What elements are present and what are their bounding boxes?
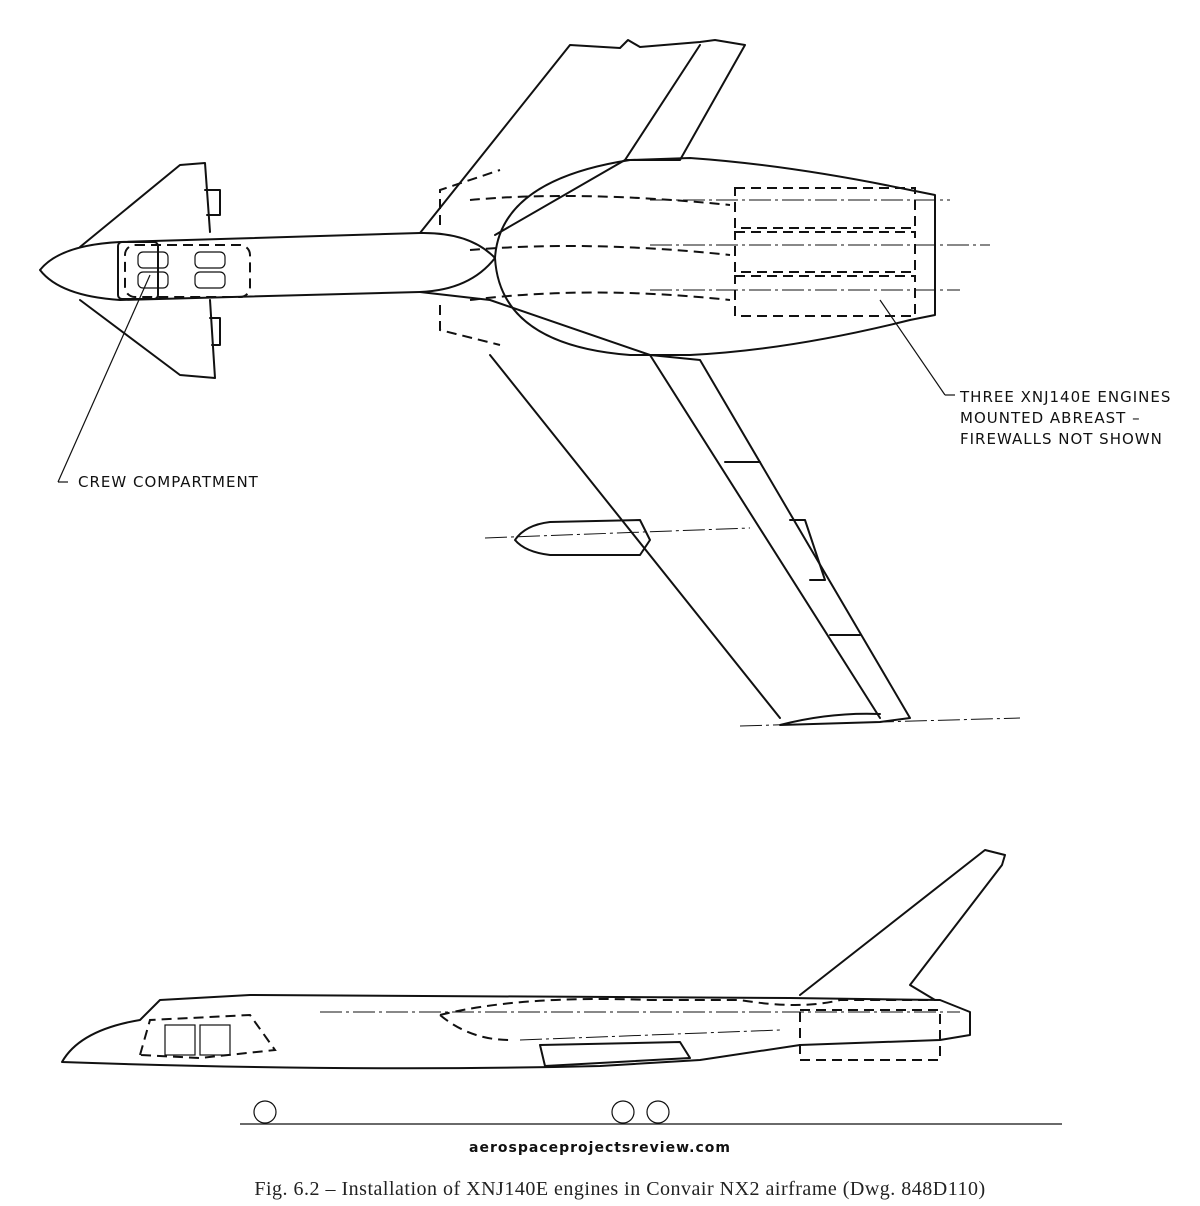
watermark: aerospaceprojectsreview.com [469, 1140, 731, 1156]
fuselage-side [61, 994, 971, 1070]
engines-label-line1: THREE XNJ140E ENGINES [959, 388, 1171, 406]
fuselage-plan [39, 231, 496, 301]
crew-leader-line [57, 274, 151, 483]
landing-gear [253, 1100, 670, 1124]
side-view [61, 849, 1062, 1125]
underwing-pod [484, 519, 751, 556]
tail-fin [799, 849, 1006, 1001]
wing-lower [419, 291, 911, 726]
engines-label-line3: FIREWALLS NOT SHOWN [960, 430, 1163, 448]
crew-compartment [117, 241, 251, 300]
canard [79, 162, 216, 379]
engine-leader-line [879, 299, 946, 396]
figure-caption: Fig. 6.2 – Installation of XNJ140E engin… [254, 1178, 986, 1200]
crew-compartment-label: CREW COMPARTMENT [78, 473, 259, 491]
engine-bay [439, 157, 990, 356]
plan-view: CREW COMPARTMENT THREE XNJ140E ENGINES M… [39, 39, 1171, 727]
engines-label-line2: MOUNTED ABREAST – [960, 409, 1141, 427]
cockpit-side [138, 1013, 277, 1060]
wing-upper [419, 39, 746, 236]
